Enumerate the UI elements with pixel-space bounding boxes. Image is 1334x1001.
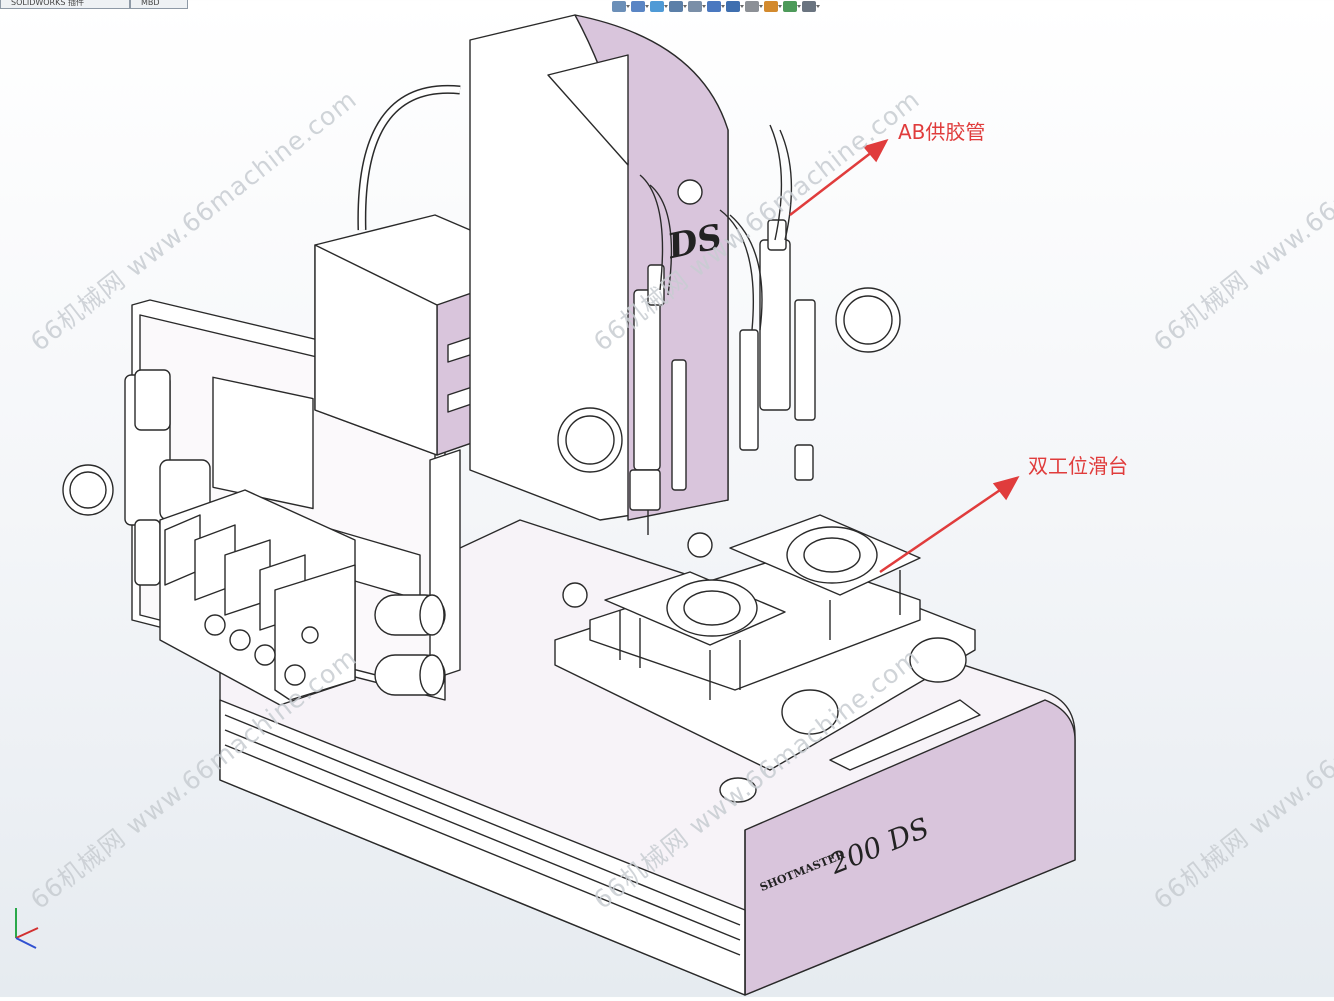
callout-dual-station-slide: 双工位滑台	[1028, 454, 1128, 478]
zoom-icon[interactable]	[612, 0, 630, 12]
view-orientation-icon[interactable]	[707, 0, 725, 12]
command-manager-tabs: SOLIDWORKS 插件 MBD	[0, 0, 188, 9]
ab-supply-tubes	[639, 124, 793, 331]
dispensing-head-left	[557, 264, 687, 535]
callout-ab-supply-tube: AB供胶管	[898, 120, 986, 144]
coordinate-triad-icon	[15, 908, 39, 949]
left-panel-window	[212, 376, 314, 510]
arrow-dual-slide	[879, 486, 1004, 574]
dual-station-slide	[554, 514, 981, 803]
base-front-panel	[744, 699, 1076, 996]
dynamic-annotation-icon[interactable]	[688, 0, 706, 12]
hide-show-icon[interactable]	[745, 0, 763, 12]
slide-cylinders	[374, 594, 446, 696]
solenoid-valve-bank	[159, 489, 356, 706]
heads-up-view-toolbar	[612, 0, 820, 12]
tab-mbd[interactable]: MBD	[130, 0, 188, 9]
arrow-ab-supply	[789, 151, 873, 216]
cable-hose	[357, 84, 461, 231]
dispensing-head-right	[739, 219, 901, 481]
view-settings-icon[interactable]	[802, 0, 820, 12]
edit-appearance-icon[interactable]	[764, 0, 782, 12]
head-emblem	[677, 179, 703, 205]
air-filter-regulator	[62, 369, 211, 586]
section-view-icon[interactable]	[669, 0, 687, 12]
zoom-area-icon[interactable]	[631, 0, 649, 12]
apply-scene-icon[interactable]	[783, 0, 801, 12]
tab-solidworks-addins[interactable]: SOLIDWORKS 插件	[0, 0, 130, 9]
previous-view-icon[interactable]	[650, 0, 668, 12]
display-style-icon[interactable]	[726, 0, 744, 12]
callout-arrows	[789, 138, 1020, 574]
